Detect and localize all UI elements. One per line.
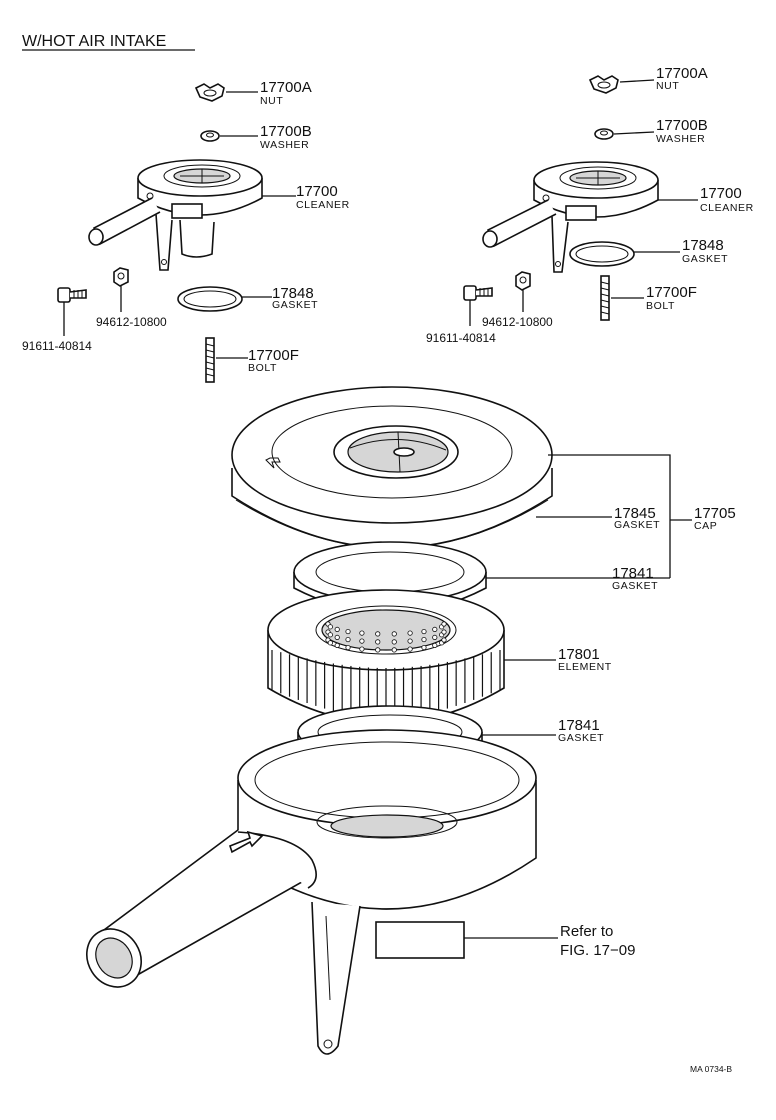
reference-line1: Refer to: [560, 923, 613, 940]
right-small-nut-drawing: [515, 271, 531, 291]
right-washer-number: 17700B: [656, 117, 708, 134]
left-washer-number: 17700B: [260, 123, 312, 140]
left-cleaner-number: 17700: [296, 183, 338, 200]
diagram-title: W/HOT AIR INTAKE: [22, 33, 166, 50]
left-nut-name: NUT: [260, 95, 283, 107]
right-nut-number: 17700A: [656, 65, 708, 82]
cap-gasket-number: 17845: [614, 505, 656, 522]
element-drawing: [267, 589, 505, 724]
left-cleaner-name: CLEANER: [296, 199, 350, 211]
right-gasket-name: GASKET: [682, 253, 728, 265]
right-gasket-drawing: [569, 241, 635, 267]
left-washer-drawing: [200, 130, 220, 142]
left-washer-name: WASHER: [260, 139, 309, 151]
element-number: 17801: [558, 646, 600, 663]
right-washer-name: WASHER: [656, 133, 705, 145]
left-cleaner-drawing: [88, 159, 263, 271]
right-nut-name: NUT: [656, 80, 679, 92]
cap-gasket-name: GASKET: [614, 519, 660, 531]
left-bolt-name: BOLT: [248, 362, 277, 374]
left-small-bolt-drawing: [57, 287, 87, 303]
left-gasket-drawing: [177, 286, 243, 312]
left-nut-number: 17700A: [260, 79, 312, 96]
right-gasket-number: 17848: [682, 237, 724, 254]
right-small-bolt-drawing: [463, 285, 493, 301]
left-gasket-number: 17848: [272, 285, 314, 302]
left-stud-bolt-drawing: [205, 337, 215, 383]
housing-drawing: [86, 729, 537, 1055]
upper-gasket-name: GASKET: [612, 580, 658, 592]
main-assembly: 17845 GASKET 17705 CAP 17841 GASKET 1780…: [86, 386, 736, 1055]
right-assembly: 17700A NUT 17700B WASHER 17700 CLEANER: [426, 65, 754, 345]
right-nut-drawing: [588, 75, 619, 94]
left-part-a: 94612-10800: [96, 315, 167, 329]
figure-code: MA 0734-B: [690, 1064, 732, 1074]
element-name: ELEMENT: [558, 661, 612, 673]
reference-line2: FIG. 17−09: [560, 942, 635, 959]
left-gasket-name: GASKET: [272, 299, 318, 311]
lower-gasket-number: 17841: [558, 717, 600, 734]
right-cleaner-name: CLEANER: [700, 202, 754, 214]
left-bolt-number: 17700F: [248, 347, 299, 364]
right-washer-drawing: [594, 128, 614, 140]
right-part-b: 91611-40814: [426, 331, 496, 345]
upper-gasket-number: 17841: [612, 565, 654, 582]
cap-number: 17705: [694, 505, 736, 522]
left-nut-drawing: [194, 83, 225, 102]
left-part-b: 91611-40814: [22, 339, 92, 353]
left-assembly: 17700A NUT 17700B WASHER 17700 CLEANER: [22, 79, 350, 383]
left-small-nut-drawing: [113, 267, 129, 287]
right-part-a: 94612-10800: [482, 315, 553, 329]
right-bolt-number: 17700F: [646, 284, 697, 301]
cap-drawing: [231, 386, 553, 549]
cap-name: CAP: [694, 520, 717, 532]
right-cleaner-drawing: [482, 161, 659, 273]
right-stud-bolt-drawing: [600, 275, 610, 321]
lower-gasket-name: GASKET: [558, 732, 604, 744]
right-cleaner-number: 17700: [700, 185, 742, 202]
right-bolt-name: BOLT: [646, 300, 675, 312]
